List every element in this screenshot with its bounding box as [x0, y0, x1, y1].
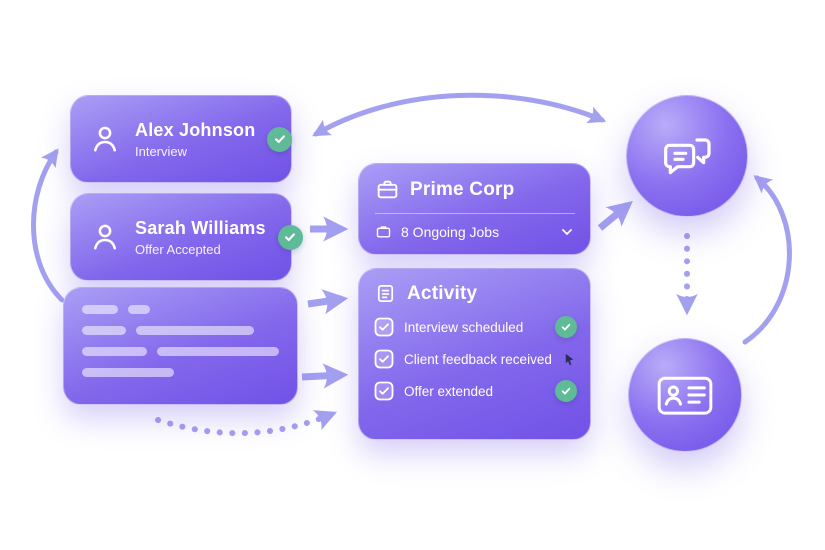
arrow-profile-to-chat-arc — [742, 175, 792, 345]
briefcase-small-icon — [375, 223, 392, 240]
arrow-card-chat-bidirectional — [312, 92, 607, 137]
jobs-count-label: 8 Ongoing Jobs — [401, 223, 500, 240]
briefcase-icon — [375, 177, 400, 202]
activity-item: Client feedback received — [374, 349, 577, 369]
check-icon — [267, 126, 293, 152]
placeholder-line — [82, 368, 279, 377]
candidate-status: Offer Accepted — [135, 241, 221, 257]
arrow-doc-to-activity-bottom — [301, 363, 349, 389]
activity-item-label: Client feedback received — [404, 351, 552, 367]
check-icon — [277, 224, 303, 250]
activity-item-label: Offer extended — [404, 383, 494, 399]
arrow-loop-left — [31, 148, 65, 303]
note-list-icon — [374, 282, 397, 305]
person-icon — [87, 219, 123, 255]
arrow-doc-to-activity-top — [307, 289, 349, 315]
checkbox-checked-icon[interactable] — [374, 381, 394, 401]
checkbox-checked-icon[interactable] — [374, 349, 394, 369]
chevron-down-icon[interactable] — [559, 224, 575, 240]
activity-item: Interview scheduled — [374, 316, 577, 338]
arrow-company-to-chat — [597, 201, 633, 231]
cursor-icon — [562, 352, 577, 367]
divider — [375, 213, 575, 214]
chat-bubbles-icon — [655, 124, 719, 188]
placeholder-line — [82, 305, 279, 314]
arrow-doc-to-activity-dotted — [155, 410, 337, 437]
check-icon — [555, 316, 577, 338]
candidate-status: Interview — [135, 143, 188, 159]
activity-title: Activity — [407, 282, 478, 304]
activity-item-label: Interview scheduled — [404, 319, 524, 335]
activity-item: Offer extended — [374, 380, 577, 402]
activity-card: Activity Interview scheduled Client — [358, 268, 591, 440]
person-icon — [87, 121, 123, 157]
messaging-node — [626, 95, 748, 217]
profile-node — [628, 338, 742, 452]
company-name: Prime Corp — [410, 178, 515, 200]
candidate-name: Alex Johnson — [135, 119, 256, 140]
placeholder-line — [82, 347, 279, 356]
placeholder-line — [82, 326, 279, 335]
candidate-card: Alex Johnson Interview — [70, 95, 293, 183]
id-card-icon — [654, 369, 716, 421]
jobs-dropdown[interactable]: 8 Ongoing Jobs — [375, 223, 575, 240]
check-icon — [555, 380, 577, 402]
candidate-card: Sarah Williams Offer Accepted — [70, 193, 303, 281]
document-placeholder-card — [63, 287, 298, 405]
checkbox-checked-icon[interactable] — [374, 317, 394, 337]
company-card: Prime Corp 8 Ongoing Jobs — [358, 163, 591, 255]
candidate-name: Sarah Williams — [135, 217, 266, 238]
